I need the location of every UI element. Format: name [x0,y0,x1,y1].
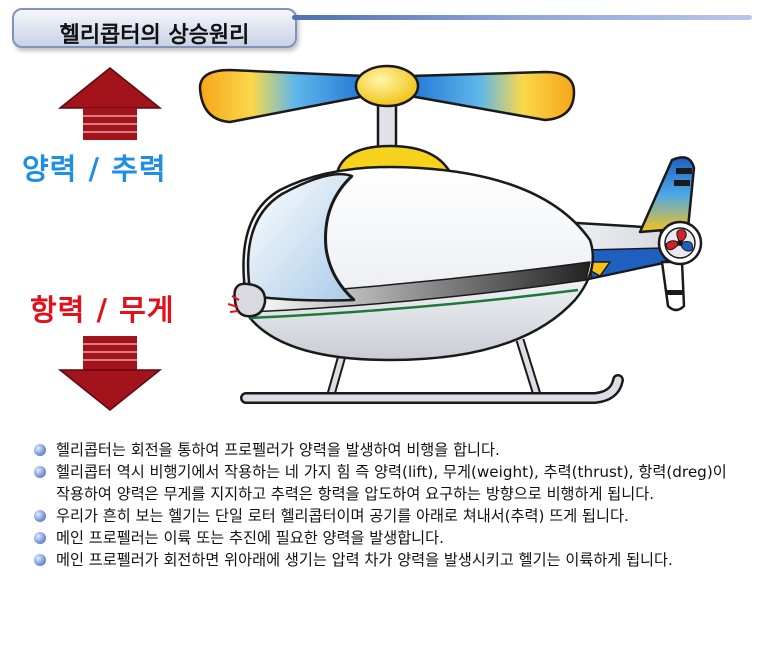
list-item-text: 헬리콥터는 회전을 통하여 프로펠러가 양력을 발생하여 비행을 합니다. [56,441,500,459]
down-arrow [57,336,163,411]
page-title: 헬리콥터의 상승원리 [59,23,250,48]
up-arrow [57,67,163,140]
list-item: 메인 프로펠러가 회전하면 위아래에 생기는 압력 차가 양력을 발생시키고 헬… [34,549,744,571]
list-item: 헬리콥터 역시 비행기에서 작용하는 네 가지 힘 즉 양력(lift), 무게… [34,461,744,505]
bullet-icon [34,466,46,478]
title-underline [292,15,752,20]
list-item: 헬리콥터는 회전을 통하여 프로펠러가 양력을 발생하여 비행을 합니다. [34,439,744,461]
explanation-list: 헬리콥터는 회전을 통하여 프로펠러가 양력을 발생하여 비행을 합니다. 헬리… [34,439,744,571]
list-item: 메인 프로펠러는 이륙 또는 추진에 필요한 양력을 발생합니다. [34,527,744,549]
list-item-text: 메인 프로펠러가 회전하면 위아래에 생기는 압력 차가 양력을 발생시키고 헬… [56,551,673,569]
bullet-icon [34,532,46,544]
list-item-text: 우리가 흔히 보는 헬기는 단일 로터 헬리콥터이며 공기를 아래로 쳐내서(추… [56,507,629,525]
list-item: 우리가 흔히 보는 헬기는 단일 로터 헬리콥터이며 공기를 아래로 쳐내서(추… [34,505,744,527]
helicopter-illustration [198,64,703,404]
list-item-text: 메인 프로펠러는 이륙 또는 추진에 필요한 양력을 발생합니다. [56,529,444,547]
diagram-art [57,64,703,411]
list-item-text: 헬리콥터 역시 비행기에서 작용하는 네 가지 힘 즉 양력(lift), 무게… [56,463,727,503]
bullet-icon [34,444,46,456]
title-tab: 헬리콥터의 상승원리 [12,8,297,48]
lift-thrust-label: 양력 / 추력 [22,152,167,186]
bullet-icon [34,554,46,566]
bullet-icon [34,510,46,522]
drag-weight-label: 항력 / 무게 [30,293,175,327]
